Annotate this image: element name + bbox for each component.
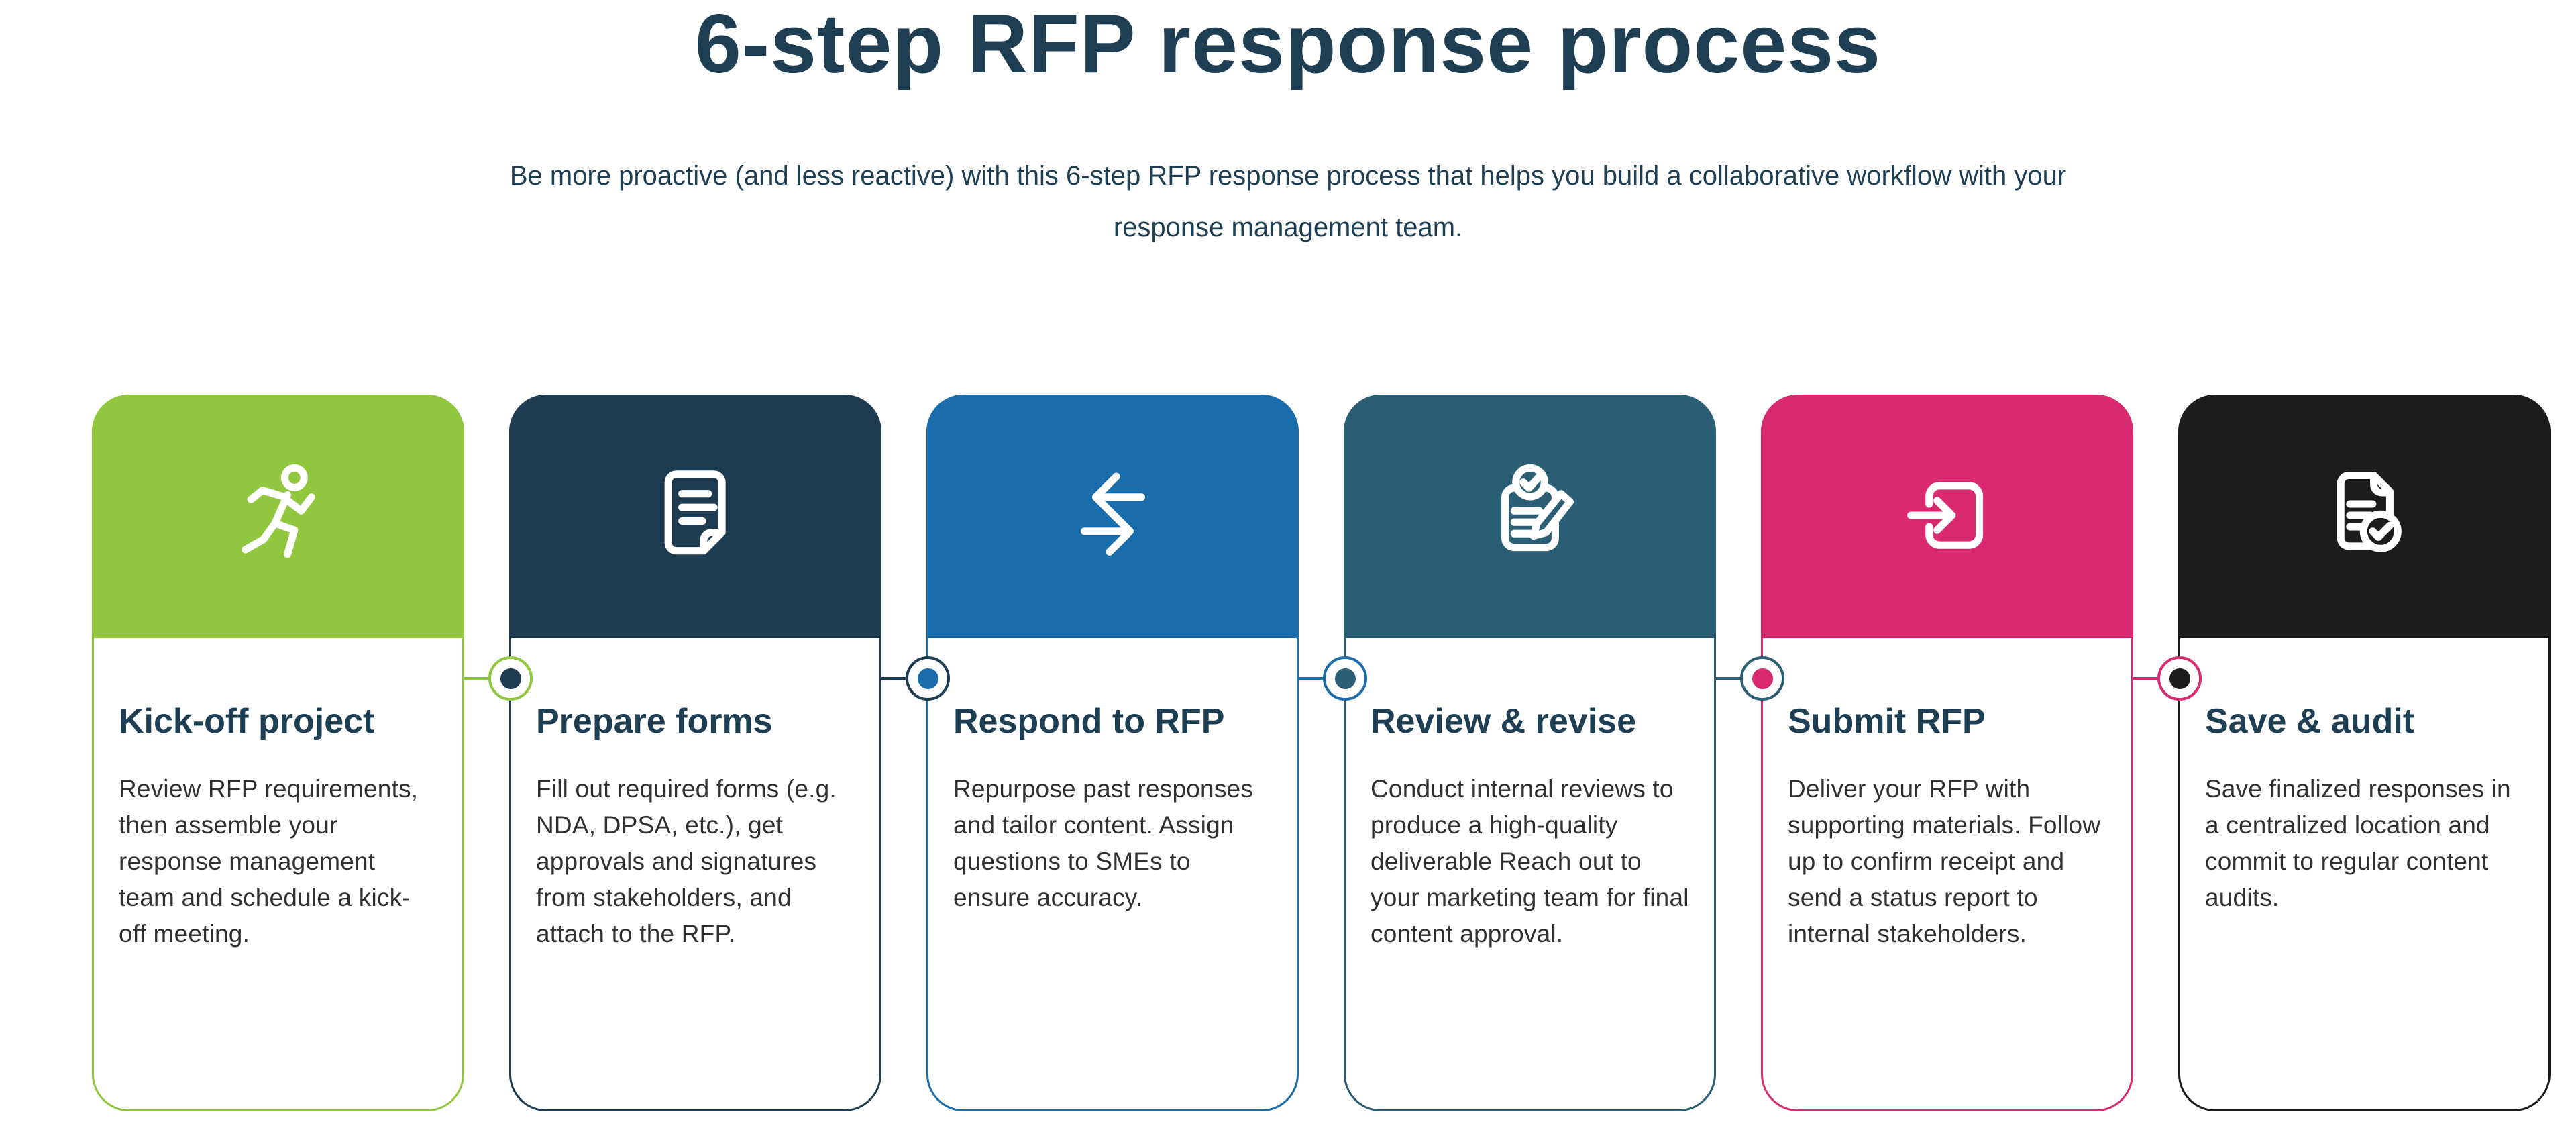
step-description: Deliver your RFP with supporting materia…	[1788, 775, 2101, 948]
connector-node	[1740, 656, 1784, 701]
step-body: Submit RFP Deliver your RFP with supporti…	[1761, 636, 2133, 1111]
connector-node	[488, 656, 533, 701]
runner-icon	[221, 458, 335, 572]
connector-line	[1299, 677, 1326, 680]
step-header	[926, 395, 1299, 636]
step-description: Save finalized responses in a centralize…	[2205, 775, 2511, 911]
step-header	[92, 395, 464, 636]
step-header	[509, 395, 881, 636]
connector-dot	[1752, 668, 1773, 689]
step-header	[1344, 395, 1716, 636]
step-title: Respond to RFP	[953, 702, 1225, 741]
connector-line	[2133, 677, 2160, 680]
review-checklist-icon	[1473, 458, 1587, 572]
connector-line	[464, 677, 491, 680]
step-card-submit-rfp: Submit RFP Deliver your RFP with supporti…	[1716, 395, 2133, 1111]
step-description: Fill out required forms (e.g. NDA, DPSA,…	[536, 775, 837, 948]
transfer-arrows-icon	[1056, 458, 1170, 572]
connector-node	[1323, 656, 1367, 701]
connector-node	[906, 656, 950, 701]
connector-line	[1716, 677, 1743, 680]
connector-node	[2157, 656, 2202, 701]
step-card-respond-to-rfp: Respond to RFP Repurpose past responses a…	[881, 395, 1299, 1111]
step-description: Conduct internal reviews to produce a hi…	[1371, 775, 1689, 948]
submit-arrow-icon	[1890, 458, 2004, 572]
connector-dot	[500, 668, 521, 689]
connector-dot	[1334, 668, 1356, 689]
step-title: Submit RFP	[1788, 702, 1986, 741]
step-body: Respond to RFP Repurpose past responses a…	[926, 636, 1299, 1111]
connector-line	[881, 677, 908, 680]
page-title: 6-step RFP response process	[694, 0, 1882, 91]
audit-document-icon	[2308, 458, 2422, 572]
step-description: Repurpose past responses and tailor cont…	[953, 775, 1254, 911]
step-header	[1761, 395, 2133, 636]
step-title: Kick-off project	[119, 702, 375, 741]
connector-dot	[2169, 668, 2190, 689]
step-title: Review & revise	[1371, 702, 1637, 741]
page-subtitle: Be more proactive (and less reactive) wi…	[509, 161, 2067, 242]
step-header	[2178, 395, 2551, 636]
step-title: Prepare forms	[536, 702, 773, 741]
step-description: Review RFP requirements, then assemble y…	[119, 775, 419, 948]
connector-dot	[917, 668, 938, 689]
step-title: Save & audit	[2205, 702, 2415, 741]
document-icon	[639, 458, 753, 572]
